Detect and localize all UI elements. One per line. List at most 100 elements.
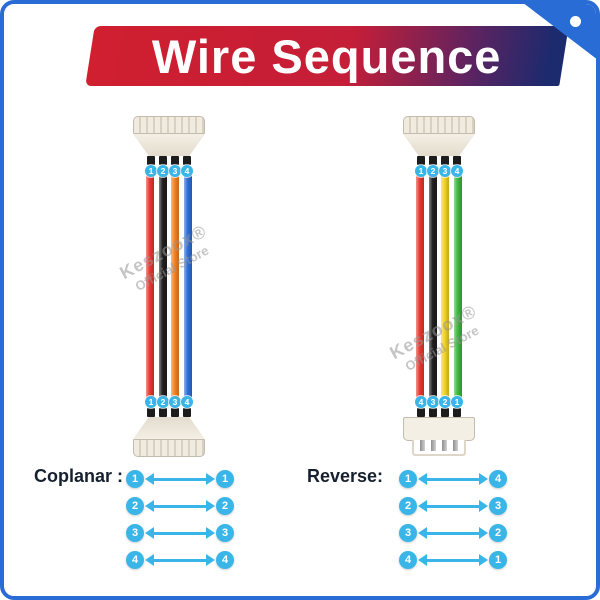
pin-number: 4 (451, 165, 463, 177)
pin-number: 2 (489, 524, 507, 542)
crimp-slot (183, 156, 191, 165)
pin-numbers-top: 1 2 3 4 (415, 165, 463, 177)
wire-2 (158, 174, 167, 399)
male-connector-pins (412, 440, 466, 456)
mapping-row: 4 4 (126, 551, 234, 569)
connector-cap-top (403, 116, 475, 134)
pin-number: 3 (216, 524, 234, 542)
wire-3 (171, 174, 180, 399)
connector-body-bottom (133, 417, 205, 439)
pin-number: 4 (216, 551, 234, 569)
pin-number: 3 (169, 165, 181, 177)
crimp-slot (171, 156, 179, 165)
mapping-row: 1 4 (399, 470, 507, 488)
coplanar-cable: 1 2 3 4 1 2 3 4 Keszoox® Official Store (116, 116, 211, 457)
title-banner: Wire Sequence (85, 26, 569, 86)
pin-number: 4 (126, 551, 144, 569)
pin-number: 4 (399, 551, 417, 569)
pin-numbers-bottom: 4 3 2 1 (415, 396, 463, 408)
pin-numbers-top: 1 2 3 4 (145, 165, 193, 177)
wire-1 (416, 174, 424, 399)
wire-3 (441, 174, 450, 399)
reverse-mapping: Reverse: 1 4 2 3 3 2 4 1 (307, 456, 557, 596)
pin (431, 440, 436, 451)
mapping-row: 3 3 (126, 524, 234, 542)
corner-dot-icon (570, 16, 581, 27)
crimp-slot (417, 408, 425, 417)
double-arrow-icon (418, 554, 488, 566)
pin-number: 4 (181, 396, 193, 408)
crimp-slot (453, 408, 461, 417)
coplanar-mapping: Coplanar : 1 1 2 2 3 3 4 4 (34, 456, 284, 596)
crimp-slot (429, 156, 437, 165)
crimp-slot (453, 156, 461, 165)
pin-number: 2 (126, 497, 144, 515)
pin-number: 1 (399, 470, 417, 488)
pin-number: 1 (415, 165, 427, 177)
wire-bundle (146, 174, 192, 399)
male-connector-body (403, 417, 475, 441)
connector-body-top (133, 134, 205, 156)
mapping-row: 1 1 (126, 470, 234, 488)
wire-4 (183, 174, 192, 399)
pin (420, 440, 425, 451)
pin (442, 440, 447, 451)
double-arrow-icon (145, 554, 215, 566)
crimp-slot (183, 408, 191, 417)
double-arrow-icon (145, 500, 215, 512)
crimp-slot (429, 408, 437, 417)
connector-cap-top (133, 116, 205, 134)
pin-number: 2 (439, 396, 451, 408)
pin-number: 3 (399, 524, 417, 542)
pin-number: 4 (181, 165, 193, 177)
wire-crimps-top (417, 156, 461, 165)
pin-number: 1 (216, 470, 234, 488)
pin-number: 3 (489, 497, 507, 515)
reverse-rows: 1 4 2 3 3 2 4 1 (399, 470, 507, 569)
wire-2 (428, 174, 437, 399)
crimp-slot (441, 408, 449, 417)
wire-crimps-bottom (147, 408, 191, 417)
crimp-slot (159, 408, 167, 417)
wire-crimps-bottom (417, 408, 461, 417)
pin (453, 440, 458, 451)
wire-1 (146, 174, 154, 399)
double-arrow-icon (418, 473, 488, 485)
connector-body-top (403, 134, 475, 156)
pin-number: 2 (157, 165, 169, 177)
pin-number: 2 (216, 497, 234, 515)
wire-bundle (416, 174, 462, 399)
reverse-label: Reverse: (307, 466, 384, 486)
crimp-slot (147, 156, 155, 165)
pin-number: 4 (415, 396, 427, 408)
crimp-slot (159, 156, 167, 165)
pin-number: 3 (427, 396, 439, 408)
connector-cap-bottom (133, 439, 205, 457)
pin-number: 1 (145, 165, 157, 177)
pin-number: 3 (169, 396, 181, 408)
coplanar-rows: 1 1 2 2 3 3 4 4 (126, 470, 234, 569)
pin-number: 1 (451, 396, 463, 408)
pin-number: 2 (157, 396, 169, 408)
mapping-row: 2 3 (399, 497, 507, 515)
pin-number: 3 (439, 165, 451, 177)
pin-number: 2 (427, 165, 439, 177)
coplanar-label: Coplanar : (34, 466, 124, 486)
crimp-slot (417, 156, 425, 165)
wire-crimps-top (147, 156, 191, 165)
crimp-slot (147, 408, 155, 417)
reverse-cable: 1 2 3 4 4 3 2 1 (386, 116, 481, 456)
double-arrow-icon (418, 527, 488, 539)
mapping-row: 4 1 (399, 551, 507, 569)
pin-number: 1 (145, 396, 157, 408)
crimp-slot (441, 156, 449, 165)
mapping-row: 2 2 (126, 497, 234, 515)
page-title: Wire Sequence (152, 29, 502, 83)
mapping-row: 3 2 (399, 524, 507, 542)
crimp-slot (171, 408, 179, 417)
pin-numbers-bottom: 1 2 3 4 (145, 396, 193, 408)
pin-number: 1 (489, 551, 507, 569)
double-arrow-icon (145, 473, 215, 485)
pin-number: 2 (399, 497, 417, 515)
